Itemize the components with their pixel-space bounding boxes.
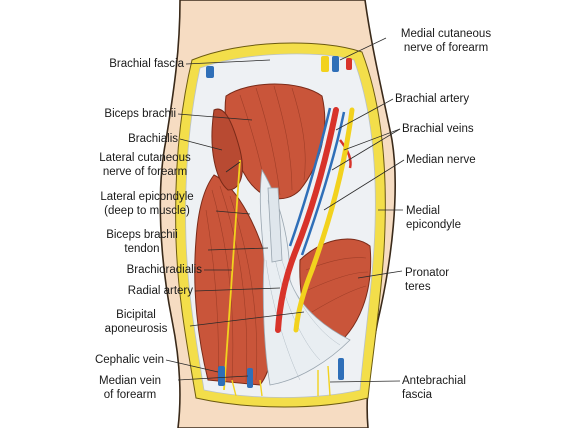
label-biceps-brachii: Biceps brachii [104,108,176,120]
medial-cutaneous-nerve-cut [321,56,329,72]
median-vein-cut [247,368,253,388]
label-brachialis: Brachialis [128,133,178,145]
brachial-vein-2 [288,107,332,247]
label-lateral-epicondyle: Lateral epicondyle (deep to muscle) [100,191,194,217]
label-biceps-brachii-tendon: Biceps brachii tendon [106,229,178,255]
label-brachial-fascia: Brachial fascia [109,58,184,70]
label-brachial-veins: Brachial veins [402,123,474,135]
label-brachial-artery: Brachial artery [395,93,470,105]
label-pronator-teres: Pronator teres [405,267,450,293]
label-antebrachial-fascia: Antebrachial fascia [402,375,466,401]
cephalic-vein-cut [218,366,225,386]
label-brachioradialis: Brachioradialis [126,264,202,276]
leader-lines [165,37,405,383]
brachial-artery-vessel [275,107,339,333]
label-bicipital-aponeurosis: Bicipital aponeurosis [104,309,168,335]
label-medial-epicondyle: Medial epicondyle [406,205,461,231]
label-radial-artery: Radial artery [127,285,193,297]
biceps-tendon [267,187,283,263]
label-median-nerve: Median nerve [406,154,476,166]
label-medial-cutaneous-nerve: Medial cutaneous nerve of forearm [400,28,492,54]
median-nerve-vessel [293,107,355,333]
brachial-vein-1 [300,111,346,256]
label-cephalic-vein: Cephalic vein [94,354,164,366]
lateral-cutaneous-nerve-vessel [223,159,241,391]
label-median-vein-of-forearm: Median vein of forearm [98,375,161,401]
label-lateral-cutaneous-nerve: Lateral cutaneous nerve of forearm [99,152,191,178]
